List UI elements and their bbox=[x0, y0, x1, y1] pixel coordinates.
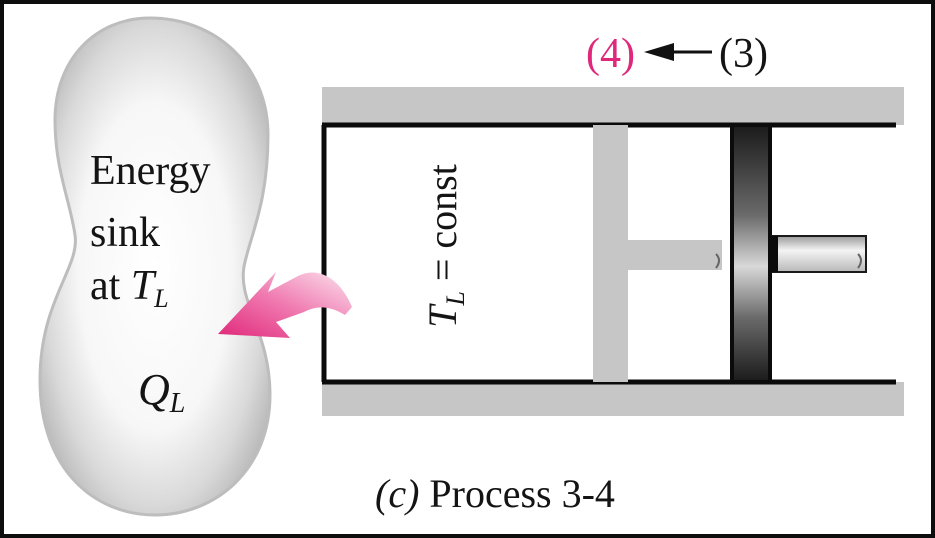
heat-rejected-label: QL bbox=[138, 368, 185, 418]
sink-temp-subscript: L bbox=[154, 284, 169, 313]
cylinder-temp-subscript: L bbox=[441, 291, 470, 306]
sink-label-line-3: at TL bbox=[90, 265, 169, 312]
caption-part: (c) bbox=[375, 471, 420, 516]
figure-caption: (c) Process 3-4 bbox=[375, 474, 615, 514]
rod-collar bbox=[770, 236, 778, 272]
sink-label-line-1: Energy bbox=[90, 148, 211, 194]
heat-subscript: L bbox=[169, 388, 186, 419]
previous-piston-position bbox=[593, 125, 722, 382]
rod-break-mark bbox=[857, 253, 862, 269]
energy-sink-blob bbox=[38, 16, 272, 517]
caption-text: Process 3-4 bbox=[419, 471, 615, 516]
cylinder-bottom-wall bbox=[322, 382, 904, 416]
curved-arrow-icon bbox=[218, 272, 352, 338]
state-4-label: (4) bbox=[586, 31, 635, 77]
sink-temp-symbol: T bbox=[130, 263, 155, 309]
state-3-label: (3) bbox=[719, 31, 768, 77]
constant-temperature-label: TL = const bbox=[420, 164, 470, 328]
cylinder-temp-rest: = const bbox=[420, 164, 465, 292]
cylinder-temp-symbol: T bbox=[420, 305, 465, 328]
piston bbox=[730, 123, 772, 384]
heat-symbol: Q bbox=[138, 365, 170, 414]
sink-label-line-2: sink bbox=[90, 210, 161, 256]
cylinder-top-wall bbox=[322, 87, 904, 125]
sink-label-prefix: at bbox=[90, 263, 131, 309]
left-arrow-icon bbox=[644, 43, 712, 61]
